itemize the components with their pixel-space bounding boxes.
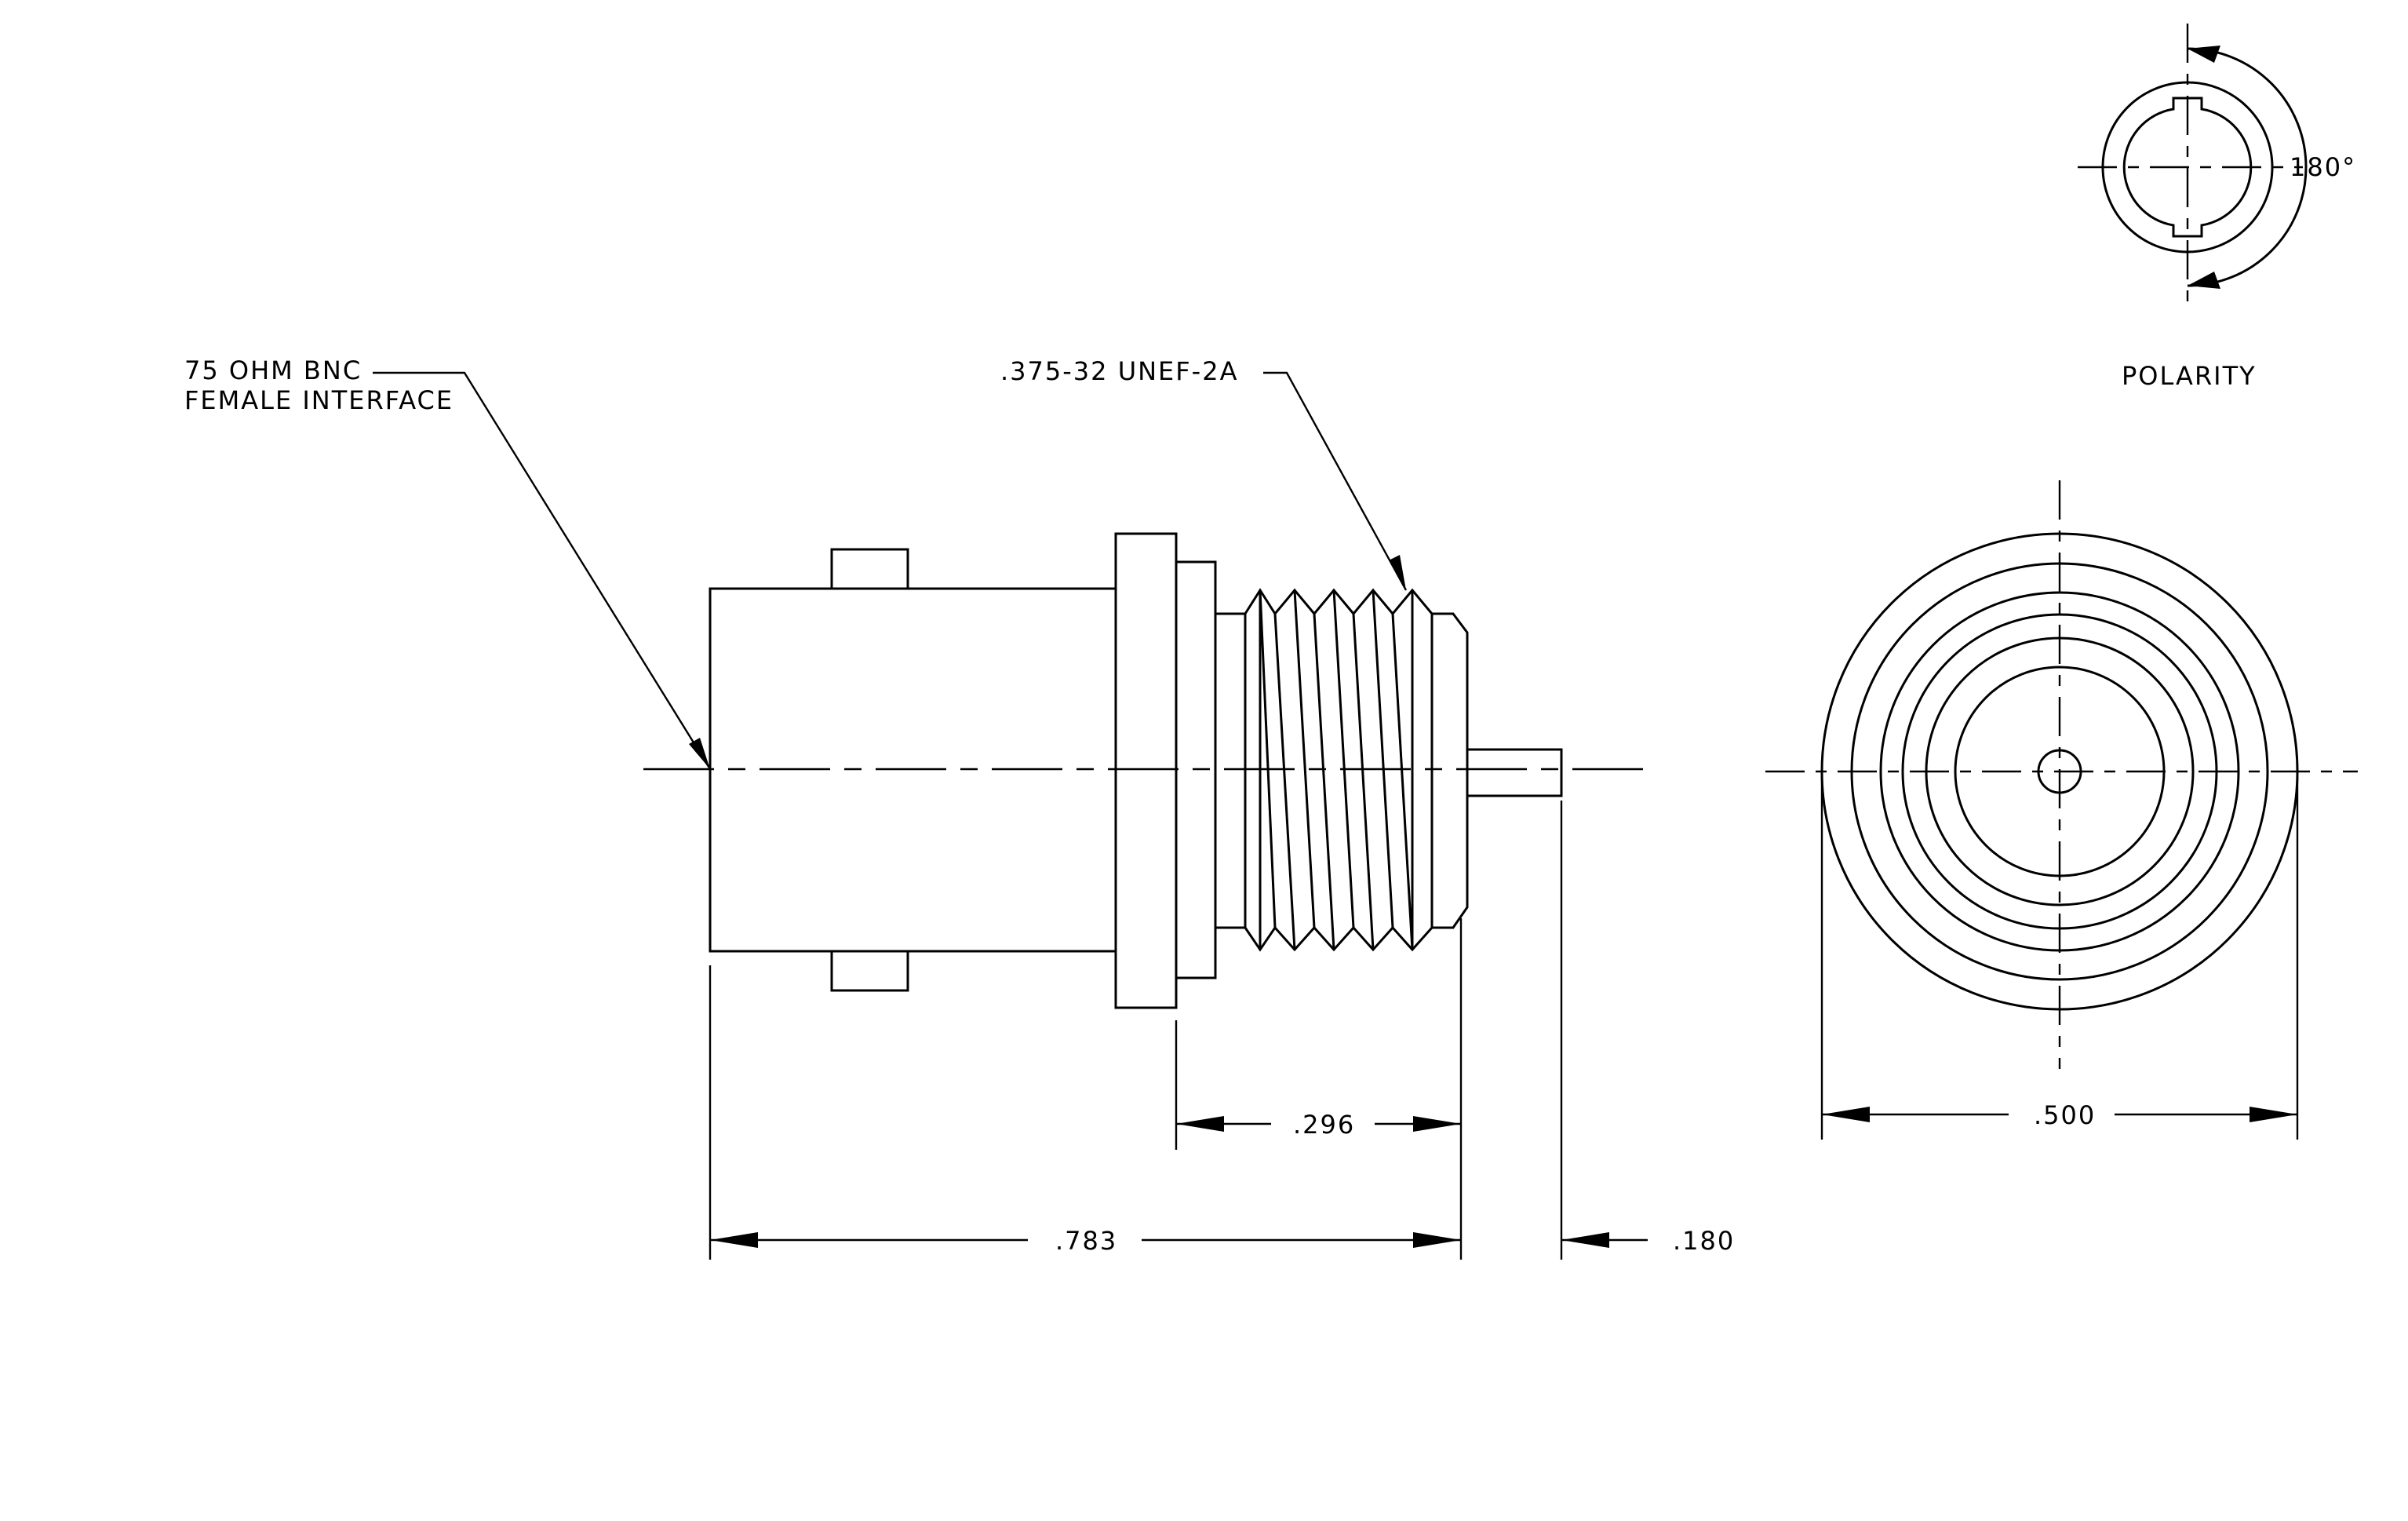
front-view: .500 xyxy=(1765,480,2358,1140)
thread-crest-top xyxy=(1244,588,1434,616)
thread-helix xyxy=(1352,613,1375,950)
front-circle-4 xyxy=(1901,613,2218,930)
chamfer-nose xyxy=(1432,612,1469,929)
dim-thread-length: .296 xyxy=(1293,1110,1355,1140)
thread-helix xyxy=(1293,589,1316,928)
arrow-thread-left xyxy=(1176,1116,1224,1132)
threaded-section xyxy=(1244,588,1434,952)
front-circle-5 xyxy=(1925,636,2195,906)
flange xyxy=(1114,532,1178,1009)
thread-callout: .375-32 UNEF-2A xyxy=(1000,356,1408,591)
front-circle-3 xyxy=(1879,591,2240,952)
interface-leader xyxy=(373,371,712,770)
arrow-pin xyxy=(1561,1232,1609,1248)
polarity-arrow-top xyxy=(2188,46,2220,63)
interface-callout: 75 OHM BNC FEMALE INTERFACE xyxy=(184,356,712,770)
thread-helix xyxy=(1259,589,1277,928)
dimensions-side: .296 .783 .180 xyxy=(709,801,1735,1260)
front-circle-2 xyxy=(1850,562,2269,981)
polarity-angle: 180° xyxy=(2290,152,2356,182)
interface-label-line2: FEMALE INTERFACE xyxy=(184,385,454,415)
front-circle-outer xyxy=(1820,532,2299,1011)
thread-helix xyxy=(1273,613,1296,950)
thread-helix xyxy=(1313,613,1335,950)
bayonet-lug-bottom xyxy=(830,950,909,992)
thread-leader xyxy=(1263,371,1408,591)
side-view xyxy=(643,532,1656,1009)
polarity-title: POLARITY xyxy=(2122,361,2257,391)
dim-diameter: .500 xyxy=(2034,1100,2096,1130)
bayonet-lug-top xyxy=(830,548,909,590)
dim-pin-length: .180 xyxy=(1673,1226,1735,1256)
polarity-outer-circle xyxy=(2101,81,2274,254)
arrow-diam-left xyxy=(1822,1107,1870,1122)
thread-label: .375-32 UNEF-2A xyxy=(1000,356,1238,386)
thread-leader-arrowhead xyxy=(1389,555,1406,590)
arrow-diam-right xyxy=(2250,1107,2297,1122)
thread-helix xyxy=(1332,589,1355,928)
thread-relief xyxy=(1214,612,1247,929)
arrow-overall-right xyxy=(1413,1232,1461,1248)
polarity-arrow-bottom xyxy=(2188,272,2220,289)
arrow-thread-right xyxy=(1413,1116,1461,1132)
thread-helix xyxy=(1391,613,1414,950)
polarity-view: 180° POLARITY xyxy=(2078,24,2356,391)
dim-overall-length: .783 xyxy=(1055,1226,1117,1256)
thread-helix xyxy=(1372,589,1394,928)
polarity-rotation-arc xyxy=(2187,47,2308,287)
interface-label-line1: 75 OHM BNC xyxy=(184,356,362,385)
solder-pin xyxy=(1467,748,1563,797)
interface-leader-arrowhead xyxy=(689,738,710,769)
arrow-overall-left xyxy=(710,1232,758,1248)
polarity-keyed-profile xyxy=(2122,97,2253,238)
center-contact xyxy=(2037,749,2082,794)
front-circle-6 xyxy=(1954,666,2166,877)
thread-crest-bottom xyxy=(1244,925,1434,952)
